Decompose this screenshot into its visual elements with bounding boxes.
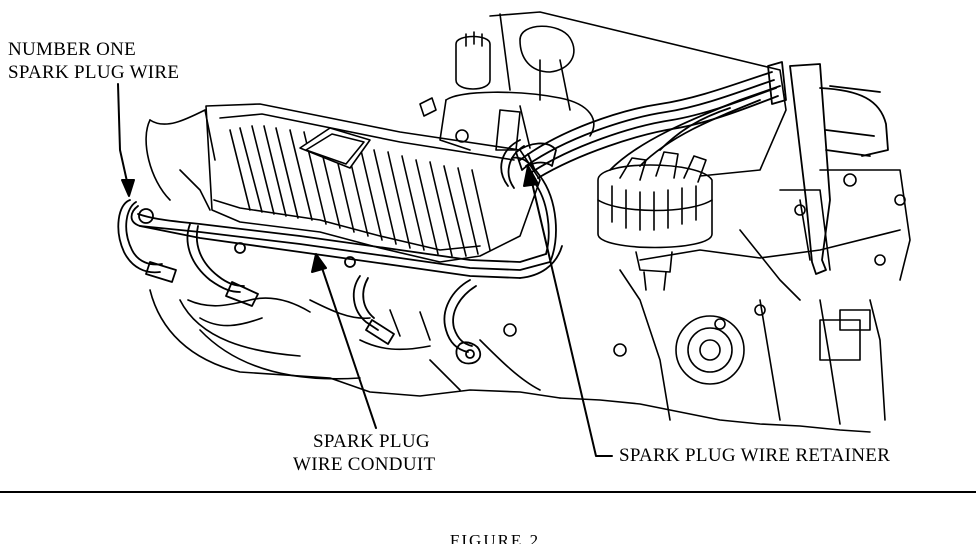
label-wire-retainer: SPARK PLUG WIRE RETAINER [619,444,890,467]
figure-caption: FIGURE 2 [449,531,541,544]
spark-plug-wire-retainer [515,142,557,171]
individual-plug-wires [117,199,482,365]
label-number-one-line-2: SPARK PLUG WIRE [8,62,180,83]
distributor [597,151,713,291]
throttle-body [419,11,787,177]
label-conduit-line-2: WIRE CONDUIT [293,454,436,475]
valve-cover [205,103,541,263]
label-number-one-line-1: NUMBER ONE [8,39,137,60]
exhaust-manifold [145,109,541,391]
label-wire-conduit: SPARK PLUG WIRE CONDUIT [293,430,435,476]
label-number-one-wire: NUMBER ONE SPARK PLUG WIRE [8,38,179,84]
label-conduit-line-1: SPARK PLUG [313,431,430,452]
engine-block [149,169,911,433]
callout-leaders [117,83,613,457]
spark-plug-wire-bundle [519,61,889,275]
label-retainer-text: SPARK PLUG WIRE RETAINER [619,445,891,466]
separator-rule [0,491,976,493]
